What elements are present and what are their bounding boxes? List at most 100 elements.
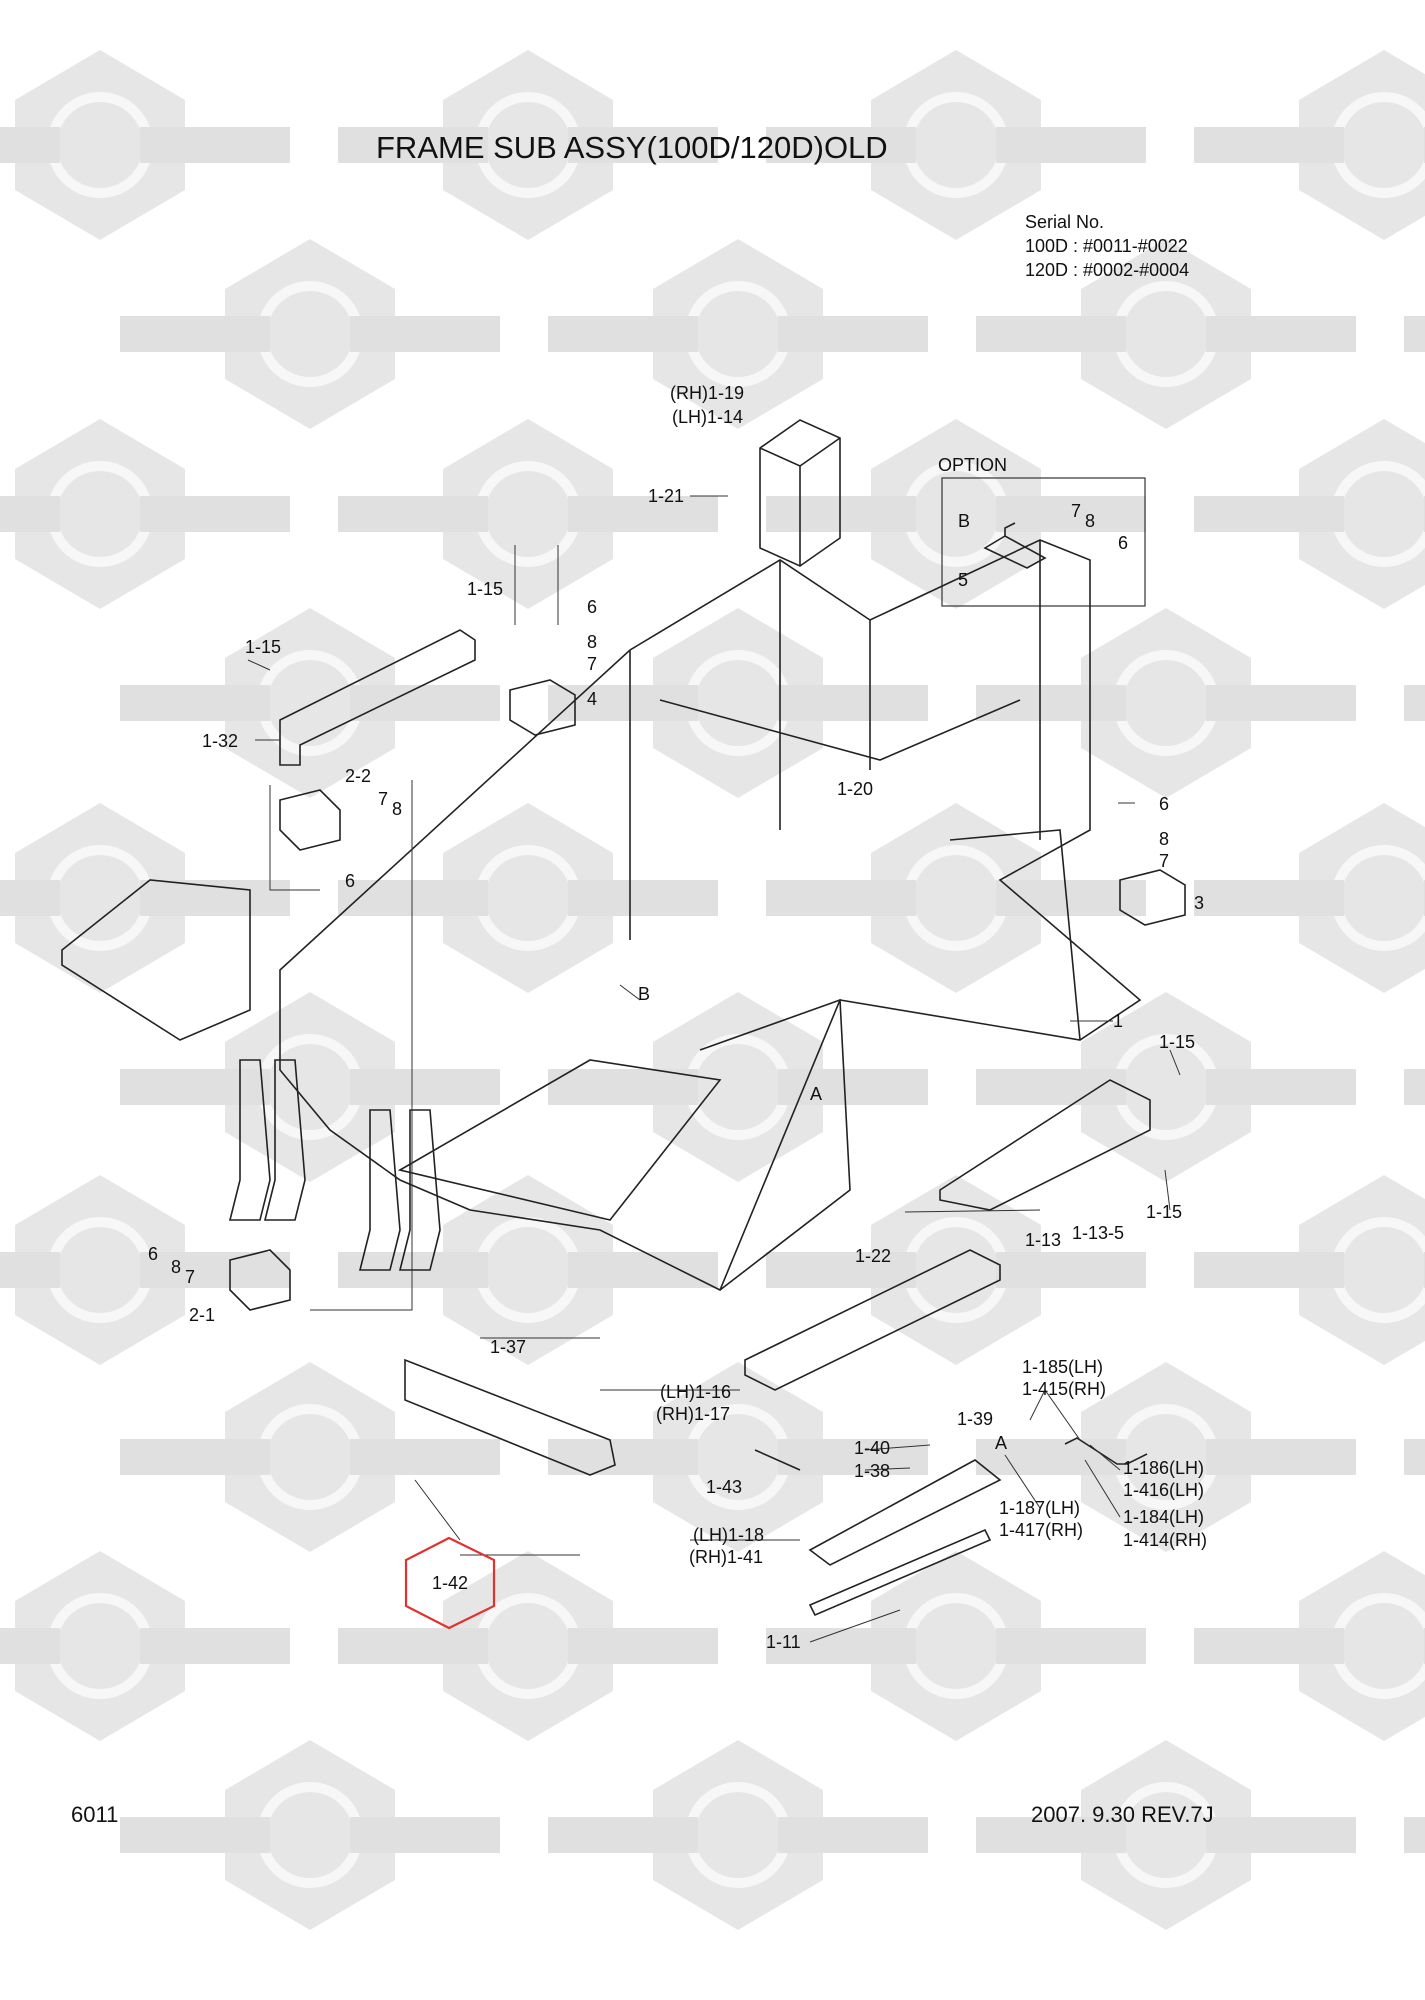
option-label: OPTION (938, 455, 1008, 475)
callout-7-b: 7 (378, 789, 389, 809)
callout-1-186: 1-186(LH) (1123, 1458, 1205, 1478)
selected-part-highlight[interactable] (404, 1536, 496, 1630)
watermark-logo (0, 1175, 290, 1365)
watermark-logo (0, 50, 290, 240)
watermark-logo (548, 992, 928, 1182)
callout-opt-b: B (958, 511, 971, 531)
watermark-logo (120, 1362, 500, 1552)
watermark-logo (120, 992, 500, 1182)
callout-8-b: 8 (392, 799, 403, 819)
watermark-logo (1194, 50, 1425, 240)
watermark-logo (1404, 685, 1425, 721)
callout-1-416: 1-416(LH) (1123, 1480, 1205, 1500)
option-box (941, 477, 1146, 607)
watermark-logo (976, 992, 1356, 1182)
watermark-logo (338, 50, 718, 240)
watermark-logo (1404, 316, 1425, 352)
cover-1-19 (759, 419, 841, 567)
callout-1-11: 1-11 (766, 1632, 801, 1652)
watermark-logo (1404, 1817, 1425, 1853)
callout-7-c: 7 (1159, 851, 1170, 871)
callout-1-13: 1-13 (1025, 1230, 1062, 1250)
callout-1-21: 1-21 (648, 486, 685, 506)
callout-2-2: 2-2 (345, 766, 372, 786)
callout-lh-1-16: (LH)1-16 (660, 1382, 732, 1402)
watermark-logo (1404, 1069, 1425, 1105)
callout-a-detail: A (995, 1433, 1008, 1453)
watermark-logo (976, 239, 1356, 429)
callout-1-20: 1-20 (837, 779, 874, 799)
left-arm-2 (358, 1109, 441, 1271)
watermark-logo (548, 1362, 928, 1552)
callout-1-22: 1-22 (855, 1246, 892, 1266)
serial-100d: 100D : #0011-#0022 (1025, 236, 1188, 256)
watermark-logo (120, 1740, 500, 1930)
callout-1-15-a: 1-15 (467, 579, 504, 599)
watermark-logo (1194, 1175, 1425, 1365)
callout-rh-1-17: (RH)1-17 (656, 1404, 731, 1424)
callout-7-a: 7 (587, 654, 598, 674)
main-frame (279, 539, 1142, 1292)
option-bracket (983, 522, 1047, 569)
callout-1-184: 1-184(LH) (1123, 1507, 1205, 1527)
watermark-logo (766, 50, 1146, 240)
watermark-logo (976, 1740, 1356, 1930)
callout-8-c: 8 (1159, 829, 1170, 849)
watermark-logo (120, 608, 500, 798)
page-number: 6011 (71, 1802, 119, 1827)
date-revision: 2007. 9.30 REV.7J (1031, 1802, 1214, 1827)
callout-1-187: 1-187(LH) (999, 1498, 1081, 1518)
callout-rh-1-41: (RH)1-41 (689, 1547, 764, 1567)
callout-1-38: 1-38 (854, 1461, 891, 1481)
callout-6-c: 6 (1159, 794, 1170, 814)
callout-1-13-5: 1-13-5 (1072, 1223, 1125, 1243)
callout-8-a: 8 (587, 632, 598, 652)
main-frame-ribs (629, 540, 1041, 940)
watermark-logo (0, 803, 290, 993)
callout-1-40: 1-40 (854, 1438, 891, 1458)
watermark-logo (338, 419, 718, 609)
callout-2-1: 2-1 (189, 1305, 216, 1325)
callout-8-d: 8 (171, 1257, 182, 1277)
watermark-logo (338, 803, 718, 993)
callout-7-d: 7 (185, 1267, 196, 1287)
callout-lh-1-18: (LH)1-18 (693, 1525, 765, 1545)
watermark-logo (548, 239, 928, 429)
callout-a-main: A (810, 1084, 823, 1104)
callout-lh-1-14: (LH)1-14 (672, 407, 744, 427)
watermark-logo (976, 608, 1356, 798)
callout-4: 4 (587, 689, 598, 709)
fender-plate (397, 1059, 722, 1221)
callout-1-43: 1-43 (706, 1477, 743, 1497)
callout-1: 1 (1113, 1011, 1124, 1031)
watermark-logo (0, 1551, 290, 1741)
cover-1-32 (279, 629, 476, 766)
callout-opt-8: 8 (1085, 511, 1096, 531)
callout-1-42[interactable]: 1-42 (432, 1573, 469, 1593)
watermark-logo (766, 1551, 1146, 1741)
callout-b-main: B (638, 984, 651, 1004)
callout-opt-5: 5 (958, 570, 969, 590)
watermark-logo (1194, 803, 1425, 993)
plate-1-37 (404, 1358, 616, 1476)
watermark-logo (0, 419, 290, 609)
serial-heading: Serial No. (1025, 212, 1105, 232)
mount-4 (509, 679, 576, 736)
watermark-logo (1194, 419, 1425, 609)
page-title: FRAME SUB ASSY(100D/120D)OLD (376, 130, 888, 165)
callout-1-15-c: 1-15 (1159, 1032, 1196, 1052)
callout-1-32: 1-32 (202, 731, 239, 751)
callout-6-b: 6 (345, 871, 356, 891)
frame-right-panel (699, 829, 1081, 1291)
left-arm-1 (228, 1059, 306, 1221)
plate-1-18 (808, 1459, 1002, 1566)
left-step-plate (61, 879, 251, 1041)
watermark-logo (766, 419, 1146, 609)
watermark-logo (1194, 1551, 1425, 1741)
bracket-2-1 (229, 1249, 291, 1311)
watermark-logo (766, 1175, 1146, 1365)
callout-opt-6: 6 (1118, 533, 1129, 553)
